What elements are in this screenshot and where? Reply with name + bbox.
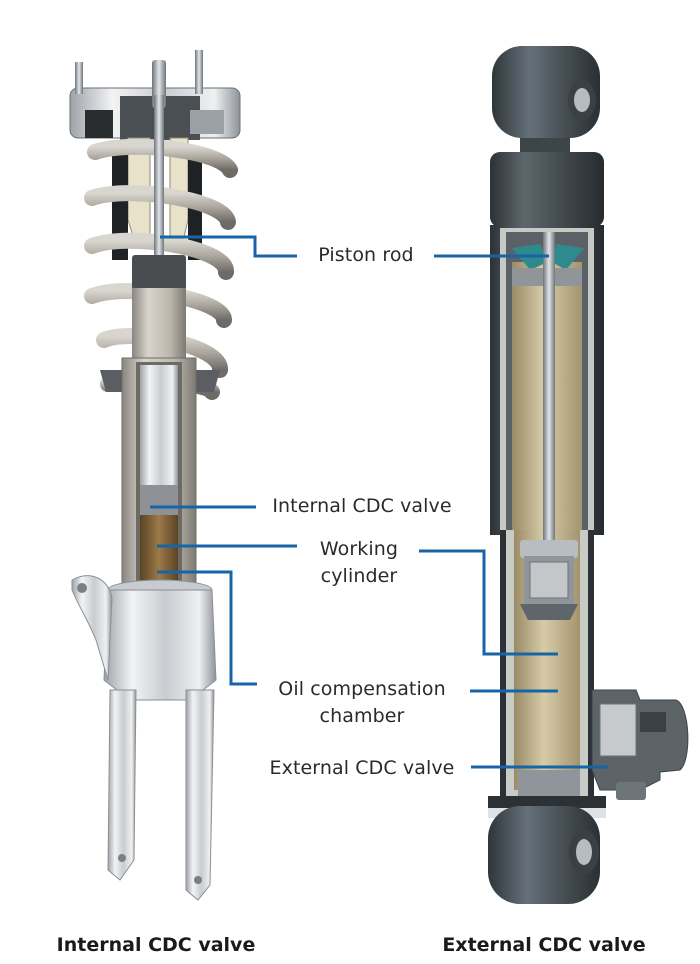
callout-piston-rod: Piston rod xyxy=(318,244,414,266)
callout-oil-compensation-chamber: Oil compensation chamber xyxy=(262,676,462,730)
strut-internal-cdc xyxy=(69,50,241,901)
callout-internal-cdc-valve: Internal CDC valve xyxy=(272,495,452,517)
callout-external-cdc-valve: External CDC valve xyxy=(269,757,455,779)
callout-working-cylinder-line2: cylinder xyxy=(320,565,398,587)
leader-lines xyxy=(150,235,608,769)
damper-external-cdc xyxy=(488,46,689,904)
callout-working-cylinder: Working cylinder xyxy=(300,536,418,590)
leader-oil-compensation-left xyxy=(157,570,257,686)
callout-oil-compensation-line2: chamber xyxy=(319,705,405,727)
leader-working-cylinder-right xyxy=(419,549,558,656)
callout-oil-compensation-line1: Oil compensation xyxy=(278,678,446,700)
caption-external-cdc-valve: External CDC valve xyxy=(442,934,646,956)
leader-piston-rod-left xyxy=(160,235,297,258)
caption-internal-cdc-valve: Internal CDC valve xyxy=(56,934,256,956)
callout-working-cylinder-line1: Working xyxy=(319,538,399,560)
